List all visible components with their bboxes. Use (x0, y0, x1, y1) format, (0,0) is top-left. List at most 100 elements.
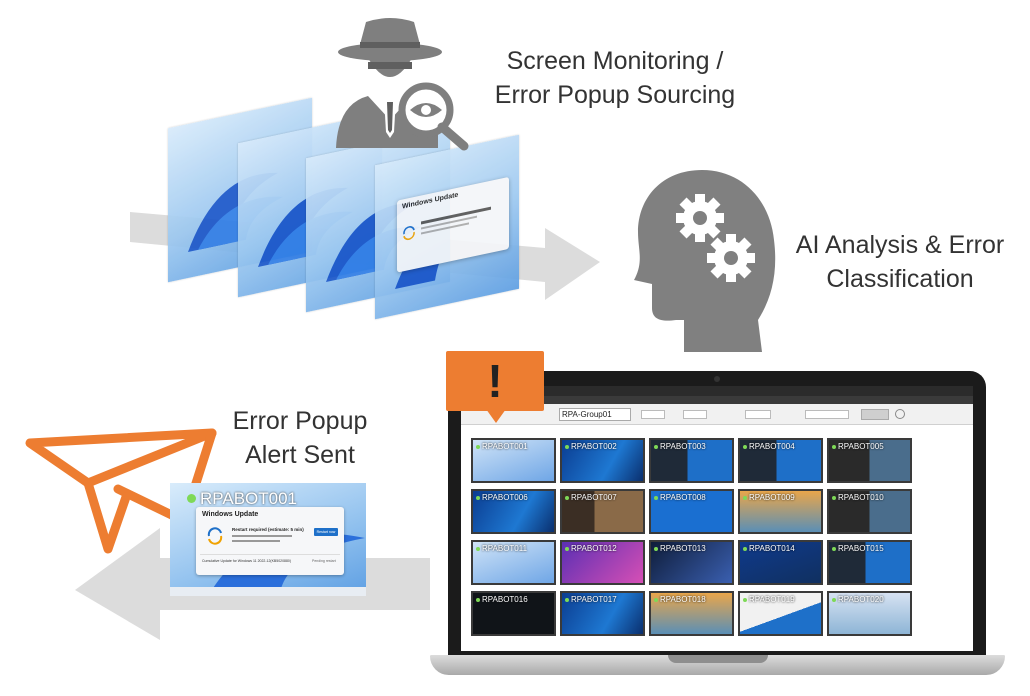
interval-select[interactable] (745, 410, 771, 419)
bot-tile-label: RPABOT020 (832, 595, 884, 604)
rows-field[interactable] (641, 410, 665, 419)
bot-tile-label: RPABOT017 (565, 595, 617, 604)
online-status-dot (565, 444, 569, 449)
alert-caption-line2: Alert Sent (245, 441, 355, 469)
bot-tile-label: RPABOT009 (743, 493, 795, 502)
update-refresh-icon (207, 527, 223, 545)
group-select[interactable]: RPA-Group01 (559, 408, 631, 421)
online-status-dot (743, 444, 747, 449)
settings-icon[interactable] (895, 409, 905, 419)
bot-tile[interactable]: RPABOT018 (649, 591, 734, 636)
bot-tile-label: RPABOT007 (565, 493, 617, 502)
online-status-dot (476, 597, 480, 602)
online-status-dot (654, 546, 658, 551)
bot-tile-label: RPABOT018 (654, 595, 706, 604)
bot-tile-name: RPABOT016 (482, 595, 528, 604)
bot-tile-label: RPABOT006 (476, 493, 528, 502)
bot-tile-name: RPABOT008 (660, 493, 706, 502)
bot-tile-name: RPABOT009 (749, 493, 795, 502)
online-status-dot (476, 444, 480, 449)
dashboard-toolbar: RPA-Group01 (461, 404, 973, 425)
online-status-dot (654, 444, 658, 449)
bot-tile[interactable]: RPABOT019 (738, 591, 823, 636)
bot-tile[interactable]: RPABOT012 (560, 540, 645, 585)
camera-icon (714, 376, 720, 382)
bot-tile[interactable]: RPABOT016 (471, 591, 556, 636)
bot-tile[interactable]: RPABOT013 (649, 540, 734, 585)
bot-tile-name: RPABOT011 (482, 544, 528, 553)
bot-tile[interactable]: RPABOT004 (738, 438, 823, 483)
bot-tile-label: RPABOT012 (565, 544, 617, 553)
restart-now-button[interactable]: Restart now (314, 528, 338, 536)
monitoring-caption: Screen Monitoring / Error Popup Sourcing (470, 44, 760, 112)
browser-urlbar (461, 396, 973, 404)
bot-tile-label: RPABOT011 (476, 544, 527, 553)
bot-tile-label: RPABOT015 (832, 544, 884, 553)
ai-caption: AI Analysis & Error Classification (780, 228, 1020, 296)
bot-tile-label: RPABOT013 (654, 544, 706, 553)
bot-tile-name: RPABOT001 (482, 442, 528, 451)
bot-tile[interactable]: RPABOT009 (738, 489, 823, 534)
windows-update-popup: Windows Update Restart required (estimat… (196, 507, 344, 575)
bot-tile-label: RPABOT016 (476, 595, 528, 604)
bot-tile[interactable]: RPABOT005 (827, 438, 912, 483)
browser-titlebar (461, 386, 973, 396)
bot-tile[interactable]: RPABOT020 (827, 591, 912, 636)
bot-tile-label: RPABOT010 (832, 493, 884, 502)
bot-tile[interactable]: RPABOT017 (560, 591, 645, 636)
popup-title: Windows Update (202, 511, 259, 518)
update-refresh-icon (403, 226, 415, 241)
online-status-dot (187, 494, 196, 503)
online-status-dot (476, 546, 480, 551)
ai-head-gears-icon (634, 170, 776, 352)
bot-tile-label: RPABOT004 (743, 442, 795, 451)
bot-tile[interactable]: RPABOT007 (560, 489, 645, 534)
monitoring-caption-line2: Error Popup Sourcing (494, 81, 736, 109)
bot-tile-name: RPABOT005 (838, 442, 884, 451)
update-name: Cumulative Update for Windows 11 2022-12… (202, 559, 292, 563)
bot-tile-label: RPABOT001 (476, 442, 528, 451)
bot-tile[interactable]: RPABOT010 (827, 489, 912, 534)
ai-caption-line1: AI Analysis & Error (795, 231, 1005, 259)
bot-name: RPABOT001 (200, 489, 298, 508)
bot-tile-name: RPABOT002 (571, 442, 617, 451)
ratio-select[interactable] (805, 410, 849, 419)
laptop-base (430, 655, 1005, 675)
online-status-dot (654, 495, 658, 500)
online-status-dot (832, 597, 836, 602)
alert-bubble-icon (446, 351, 544, 411)
monitoring-caption-line1: Screen Monitoring / (506, 47, 724, 75)
bot-tile[interactable]: RPABOT015 (827, 540, 912, 585)
bot-tile-label: RPABOT019 (743, 595, 795, 604)
laptop-notch (668, 655, 768, 663)
online-status-dot (565, 495, 569, 500)
bot-tile-name: RPABOT013 (660, 544, 706, 553)
bot-tile-name: RPABOT004 (749, 442, 795, 451)
bot-tile-name: RPABOT015 (838, 544, 884, 553)
bot-tile-name: RPABOT003 (660, 442, 706, 451)
alert-bubble-tail (486, 409, 506, 423)
bot-tile[interactable]: RPABOT008 (649, 489, 734, 534)
bot-tile[interactable]: RPABOT011 (471, 540, 556, 585)
bot-tile[interactable]: RPABOT014 (738, 540, 823, 585)
bot-tile-label: RPABOT002 (565, 442, 617, 451)
bot-tile[interactable]: RPABOT003 (649, 438, 734, 483)
bot-tile[interactable]: RPABOT001 (471, 438, 556, 483)
online-status-dot (832, 444, 836, 449)
apply-button[interactable] (861, 409, 889, 420)
alert-screenshot-card: RPABOT001 Windows Update Restart require… (170, 483, 366, 596)
online-status-dot (476, 495, 480, 500)
taskbar (170, 587, 366, 596)
bot-tile[interactable]: RPABOT006 (471, 489, 556, 534)
bot-tile[interactable]: RPABOT002 (560, 438, 645, 483)
online-status-dot (832, 546, 836, 551)
bot-tile-name: RPABOT010 (838, 493, 884, 502)
bot-tile-label: RPABOT014 (743, 544, 795, 553)
popup-title: Windows Update (402, 191, 459, 211)
cols-field[interactable] (683, 410, 707, 419)
bot-tile-name: RPABOT012 (571, 544, 617, 553)
ai-caption-line2: Classification (826, 265, 974, 293)
bot-tile-name: RPABOT006 (482, 493, 528, 502)
